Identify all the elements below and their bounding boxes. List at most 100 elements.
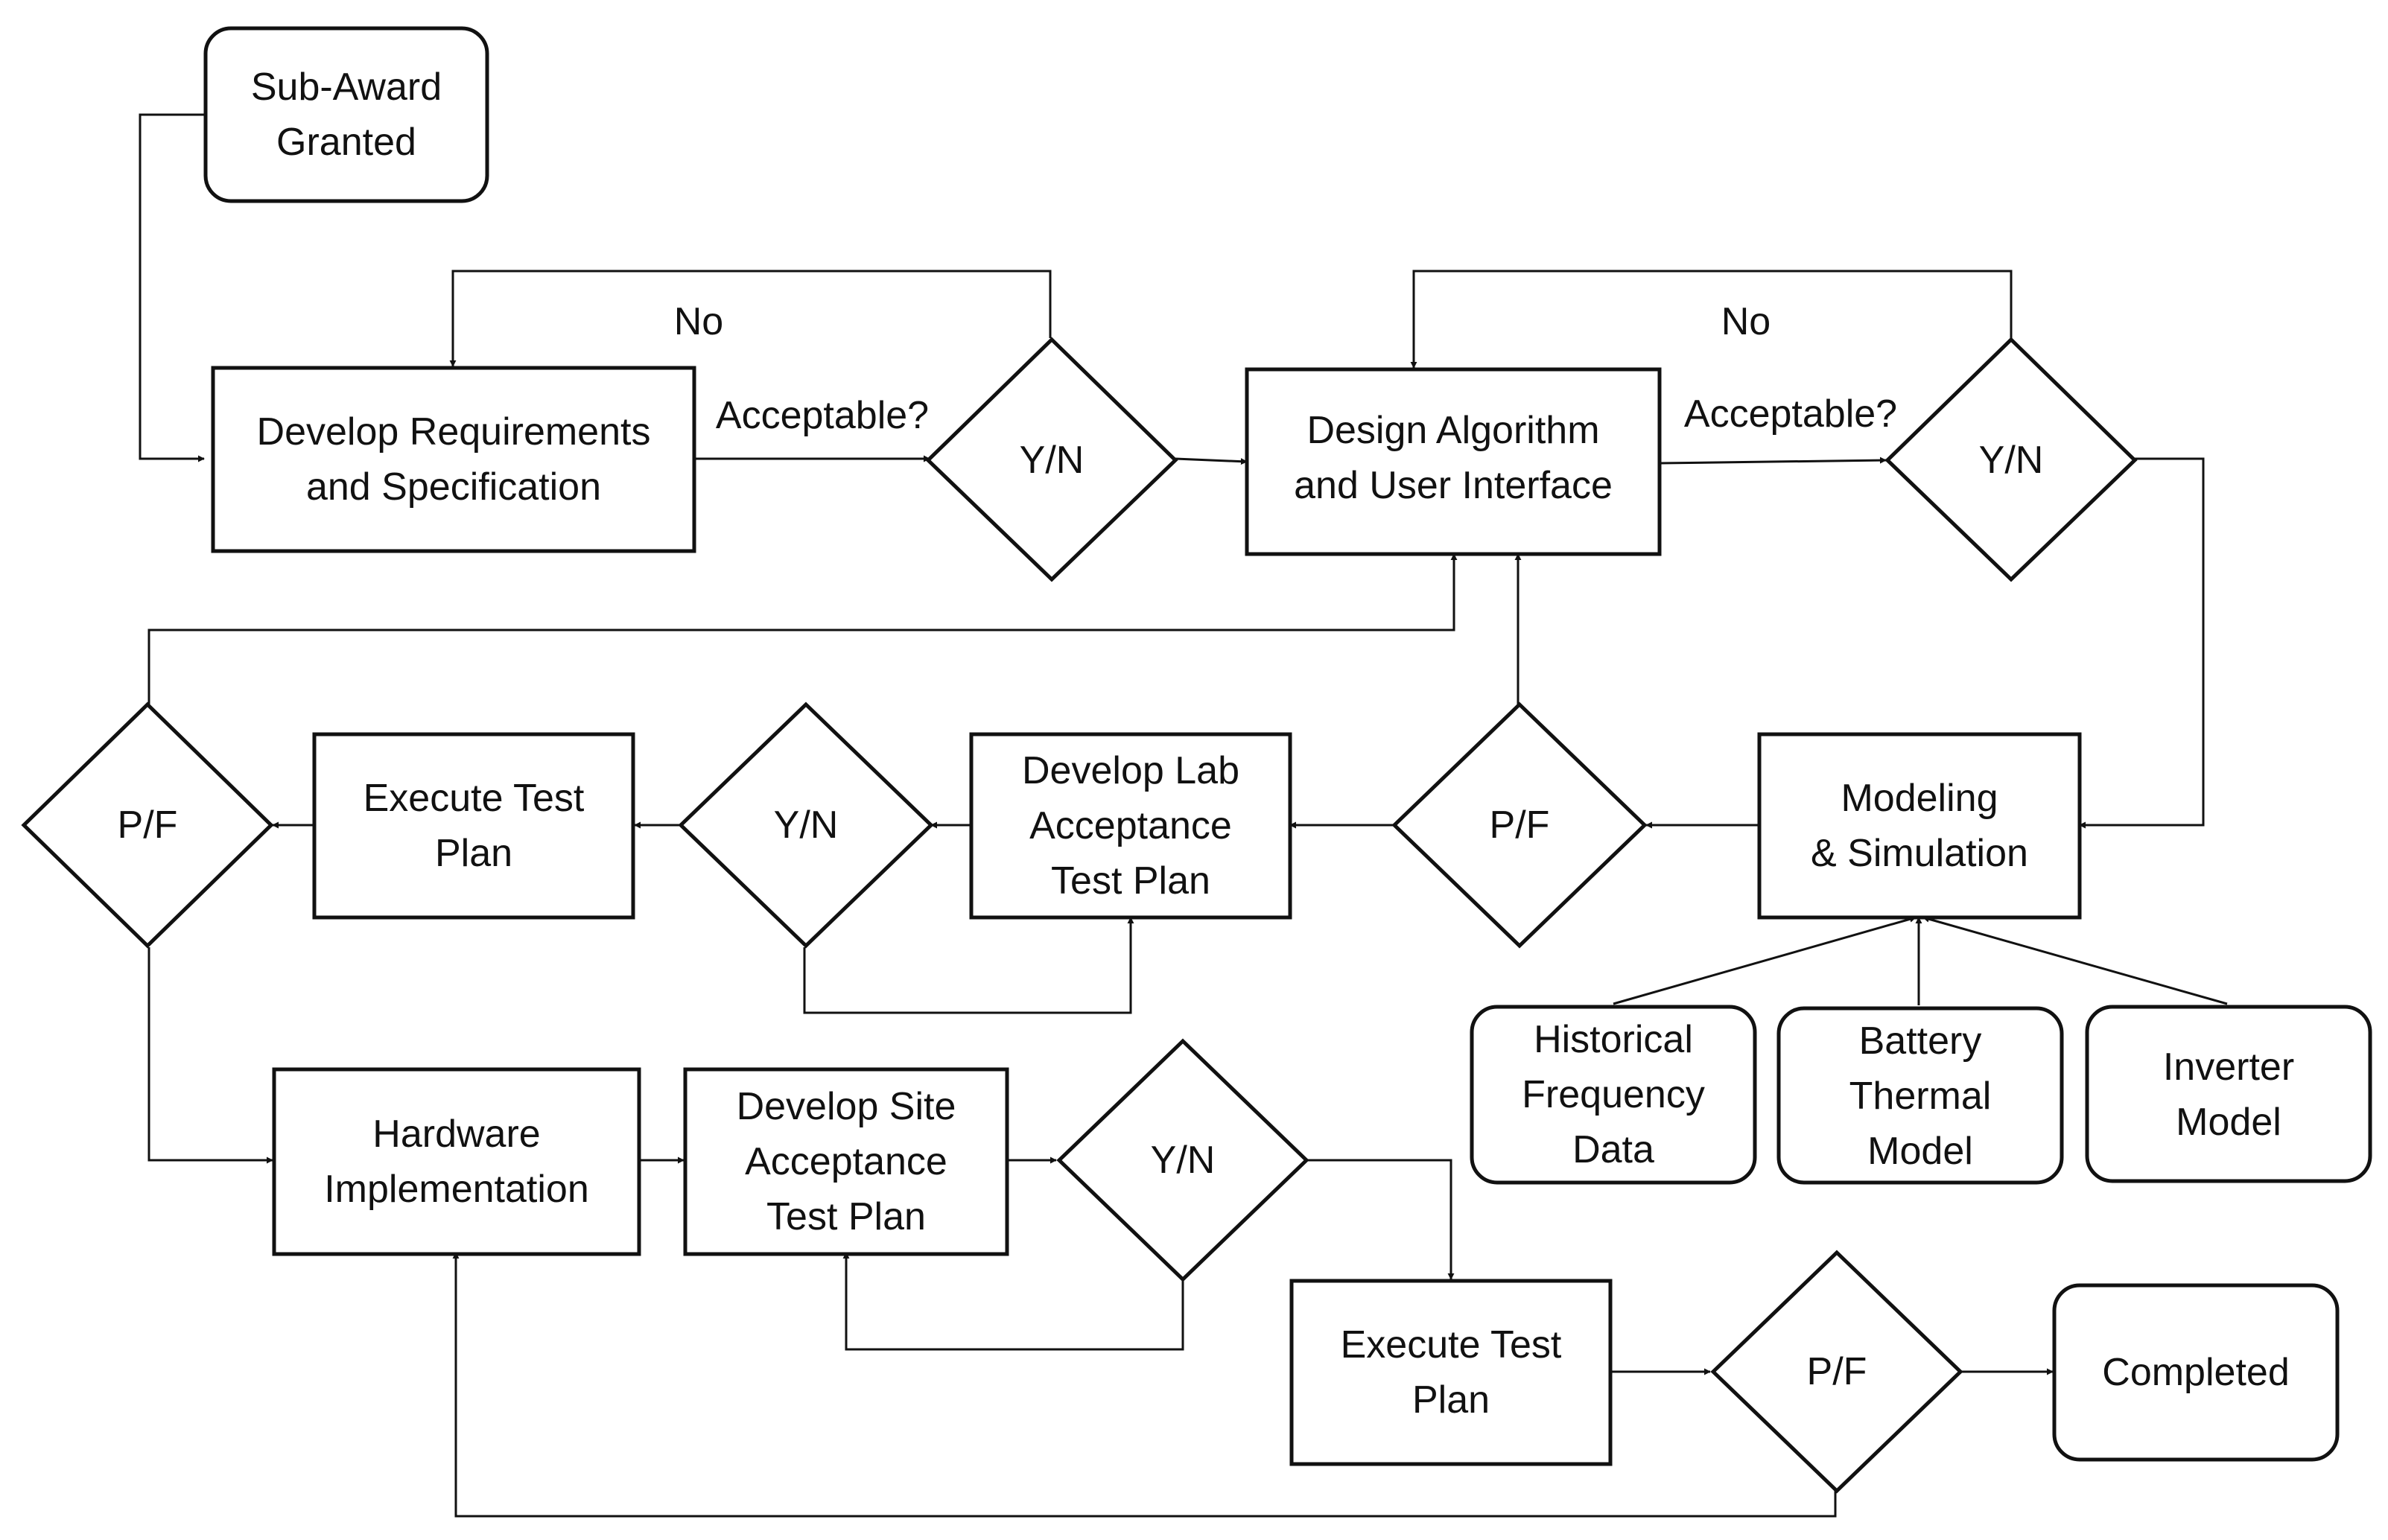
node-decision-yn-lab: Y/N — [678, 701, 934, 949]
node-label: Y/N — [774, 804, 839, 847]
node-label: Modeling& Simulation — [1811, 777, 2028, 875]
process-shape — [1245, 367, 1662, 556]
node-completed: Completed — [2052, 1283, 2340, 1462]
node-label-line: and Specification — [306, 465, 601, 509]
data-source-shape — [1776, 1006, 2064, 1185]
node-label-line: Inverter — [2163, 1046, 2294, 1089]
edge-historical-to-modeling — [1613, 915, 1917, 1005]
node-label-line: Battery — [1859, 1019, 1982, 1063]
edge-pf-left-to-design — [147, 553, 1458, 704]
node-label-line: Test Plan — [766, 1195, 926, 1238]
node-label-line: Thermal — [1849, 1075, 1992, 1118]
node-design-algorithm: Design Algorithm and User Interface — [1245, 367, 1662, 556]
node-modeling-simulation: Modeling& Simulation — [1757, 732, 2082, 920]
decision-shape — [1884, 337, 2138, 582]
node-label-line: Execute Test — [1341, 1323, 1562, 1366]
node-label-line: Design Algorithm — [1306, 409, 1599, 452]
node-label-line: & Simulation — [1811, 832, 2028, 875]
node-label: P/F — [1490, 804, 1550, 847]
node-label-line: Acceptance — [1029, 804, 1232, 847]
node-label-line: Develop Requirements — [257, 410, 651, 454]
connectors — [139, 113, 2228, 1518]
node-label-line: Hardware — [372, 1113, 540, 1156]
edge-yn-lab-loop — [803, 917, 1134, 1014]
decision-shape — [1391, 701, 1648, 949]
node-label-line: Frequency — [1522, 1073, 1705, 1116]
node-label-line: Completed — [2102, 1351, 2289, 1394]
node-label-line: Develop Lab — [1022, 749, 1239, 792]
node-label-line: Model — [2176, 1101, 2281, 1144]
decision-shape — [21, 701, 274, 949]
label-no-1: No — [674, 300, 723, 343]
edge-yn2-to-modeling — [2079, 457, 2205, 829]
label-acceptable-2: Acceptable? — [1684, 392, 1897, 436]
edge-inverter-to-modeling — [1922, 915, 2228, 1005]
label-acceptable-1: Acceptable? — [716, 394, 929, 437]
edge-yn1-no-loop — [449, 270, 1052, 367]
node-label-line: P/F — [1490, 804, 1550, 847]
node-decision-pf-middle: P/F — [1391, 701, 1648, 949]
node-label: Completed — [2102, 1351, 2289, 1394]
node-label-line: Plan — [1412, 1378, 1490, 1422]
node-decision-yn-1: Y/N — [925, 337, 1178, 582]
node-label-line: Develop Site — [737, 1085, 956, 1128]
node-label: Develop Requirements and Specification — [257, 410, 651, 509]
node-label-line: Y/N — [1979, 439, 2044, 482]
edge-yn1-to-design — [1175, 457, 1248, 465]
decision-shape — [1710, 1250, 1963, 1494]
node-label: P/F — [1807, 1350, 1867, 1393]
node-develop-requirements: Develop Requirements and Specification — [211, 366, 696, 553]
process-shape — [1289, 1279, 1613, 1466]
node-label-line: Model — [1867, 1130, 1973, 1173]
node-label: P/F — [118, 804, 178, 847]
edge-labels: No Acceptable? No Acceptable? — [674, 300, 1897, 437]
node-label-line: Execute Test — [363, 777, 585, 820]
edge-yn-site-loop — [842, 1252, 1184, 1351]
edge-design-to-yn2 — [1659, 456, 1887, 465]
node-label: Design Algorithm and User Interface — [1294, 409, 1613, 507]
edge-yn-site-to-execute — [1306, 1159, 1455, 1280]
process-shape — [1757, 732, 2082, 920]
node-label-line: Y/N — [774, 804, 839, 847]
node-label-line: and User Interface — [1294, 464, 1613, 507]
node-decision-pf-left: P/F — [21, 701, 274, 949]
decision-shape — [678, 701, 934, 949]
decision-shape — [1056, 1038, 1309, 1282]
node-label-line: P/F — [118, 804, 178, 847]
label-no-2: No — [1721, 300, 1771, 343]
process-shape — [272, 1067, 641, 1256]
node-label-line: P/F — [1807, 1350, 1867, 1393]
node-label: Y/N — [1151, 1139, 1216, 1182]
node-label-line: Acceptance — [745, 1140, 947, 1183]
edge-pf-left-to-hardware — [147, 947, 273, 1164]
process-shape — [683, 1067, 1009, 1256]
node-label-line: Y/N — [1151, 1139, 1216, 1182]
node-label-line: Granted — [276, 121, 416, 164]
data-source-shape — [2085, 1005, 2372, 1183]
data-source-shape — [1470, 1005, 1757, 1185]
node-label: Y/N — [1979, 439, 2044, 482]
node-label-line: Y/N — [1020, 439, 1085, 482]
process-shape — [969, 732, 1292, 920]
node-decision-pf-final: P/F — [1710, 1250, 1963, 1494]
node-label-line: Sub-Award — [251, 66, 442, 109]
terminal-shape — [203, 26, 489, 203]
